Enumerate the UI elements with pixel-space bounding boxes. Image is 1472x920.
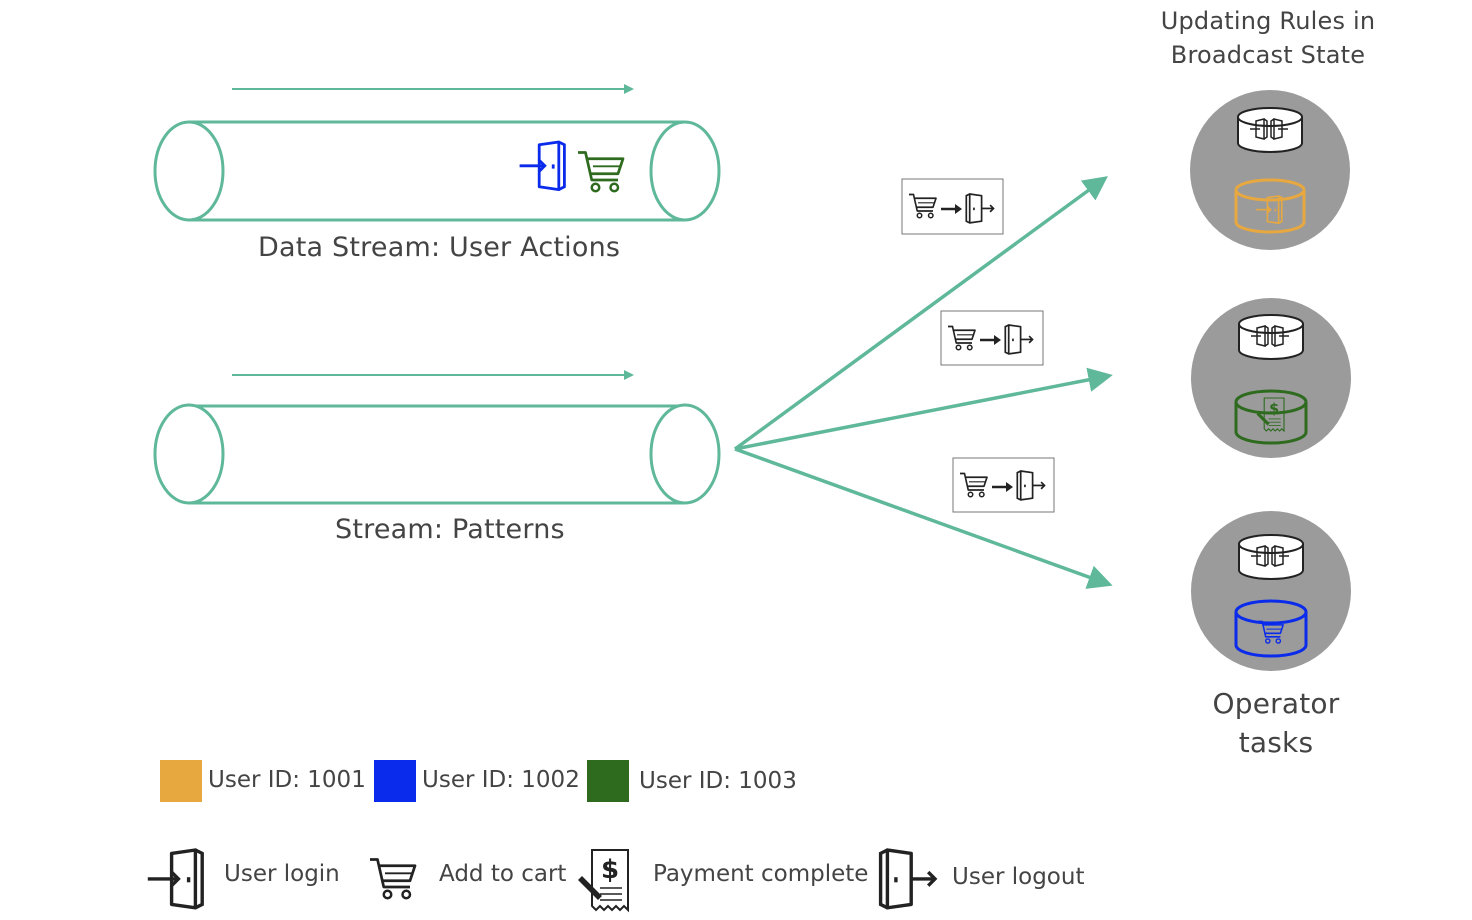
- broadcast-state-title-line1: Updating Rules in: [1160, 7, 1376, 35]
- broadcast-state-title-line2: Broadcast State: [1170, 41, 1366, 69]
- user-actions-stream-pipe: [153, 120, 721, 222]
- broadcast-state-db-icon: [1237, 107, 1303, 153]
- broadcast-arrows: [733, 176, 1113, 589]
- operator-task-2: [1191, 298, 1351, 458]
- patterns-stream-label: Stream: Patterns: [335, 514, 565, 545]
- operator-task-3: [1191, 511, 1351, 671]
- operator-tasks-line2: tasks: [1238, 726, 1314, 759]
- legend-label-user-logout: User logout: [952, 864, 1085, 890]
- add-to-cart-icon: [368, 858, 417, 900]
- patterns-stream-pipe: [153, 403, 721, 505]
- broadcast-state-db-icon: [1238, 314, 1304, 360]
- legend-label-user-1002: User ID: 1002: [422, 767, 580, 793]
- pattern-box-2: [940, 310, 1044, 366]
- user-login-icon: [146, 848, 204, 910]
- pattern-box-1: [901, 178, 1004, 235]
- payment-complete-icon: [577, 849, 629, 911]
- legend-swatch-user-1001: [160, 760, 202, 802]
- login-event-icon: [518, 140, 566, 192]
- user-logout-icon: [878, 848, 937, 910]
- keyed-state-db-icon: [1234, 599, 1308, 658]
- pattern-box-3: [952, 457, 1055, 513]
- legend-label-user-login: User login: [224, 861, 340, 887]
- legend-label-user-1003: User ID: 1003: [639, 768, 797, 794]
- add-to-cart-event-icon: [576, 151, 625, 193]
- operator-tasks-line1: Operator: [1212, 687, 1340, 720]
- legend-label-add-to-cart: Add to cart: [439, 861, 567, 887]
- legend-label-payment-complete: Payment complete: [653, 861, 869, 887]
- keyed-state-db-icon: [1234, 178, 1306, 234]
- legend-swatch-user-1003: [587, 760, 629, 802]
- broadcast-state-db-icon: [1238, 534, 1304, 580]
- operator-task-1: [1190, 90, 1350, 250]
- keyed-state-db-icon: [1234, 389, 1308, 445]
- legend-label-user-1001: User ID: 1001: [208, 767, 366, 793]
- broadcast-state-title: Updating Rules in Broadcast State: [1150, 4, 1386, 72]
- user-actions-stream-label: Data Stream: User Actions: [258, 232, 621, 263]
- operator-tasks-label: Operator tasks: [1180, 684, 1372, 762]
- legend-swatch-user-1002: [374, 760, 416, 802]
